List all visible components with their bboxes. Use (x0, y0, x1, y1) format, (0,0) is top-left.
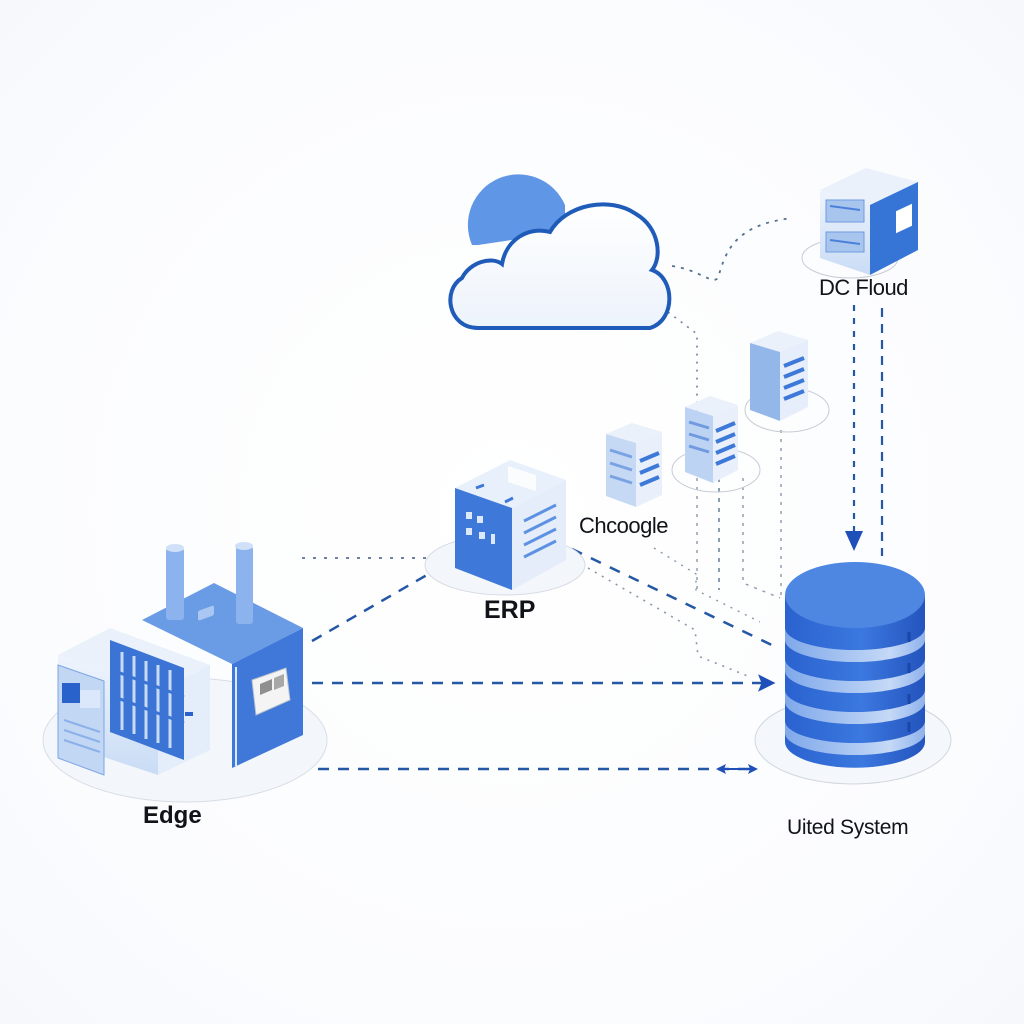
cloud-icon (448, 174, 672, 330)
node-label-unified-system: Uited System (787, 816, 909, 839)
server-3 (744, 331, 830, 433)
node-label-erp: ERP (484, 596, 536, 624)
datacenter-server-icon (801, 168, 918, 279)
edge-to-erp-arrow (311, 562, 450, 643)
cloud-to-dc-dotted (671, 217, 793, 281)
server-2 (671, 396, 761, 493)
connectors (298, 217, 884, 774)
server-rack-icon (606, 331, 830, 507)
server-1 (606, 423, 662, 507)
factory-icon (42, 542, 328, 803)
building-cube-icon (424, 460, 586, 596)
storage-to-unified-dotted-1 (653, 547, 761, 623)
erp-to-unified-dashed (571, 547, 779, 650)
dc-to-unified-arrowhead (845, 531, 863, 551)
node-label-storage: Chcoogle (579, 513, 668, 538)
erp-to-unified-dotted (587, 567, 751, 678)
node-label-dc-cloud: DC Floud (819, 275, 908, 300)
storage-vertical-3 (742, 478, 781, 599)
node-label-edge: Edge (143, 802, 202, 829)
database-bands (785, 628, 925, 755)
database-icon (754, 562, 952, 785)
cloud-shape (448, 202, 672, 330)
